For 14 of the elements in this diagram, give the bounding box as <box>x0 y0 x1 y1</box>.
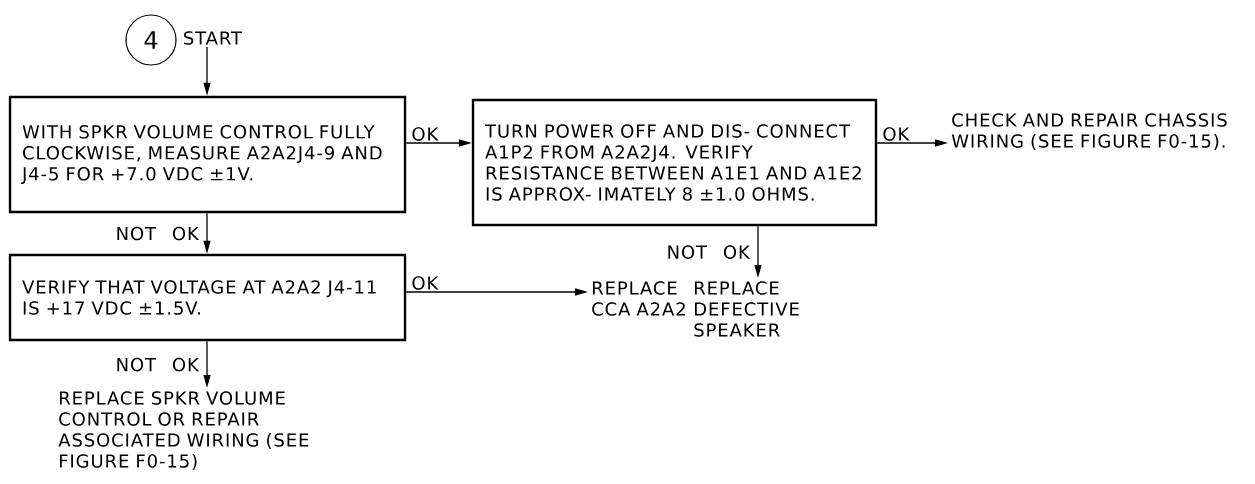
edge-label: OK <box>412 127 439 141</box>
process-box: VERIFY THAT VOLTAGE AT A2A2 J4-11 IS +17 VDC ±1.5V. <box>8 253 407 342</box>
action-text: REPLACE SPKR VOLUME CONTROL OR REPAIR ASSOCIATED WIRING (SEE FIGURE F0-15) <box>58 391 309 470</box>
edge-label: OK <box>883 127 910 141</box>
edge-label: OK <box>412 276 439 290</box>
edge-label: NOT OK <box>117 226 200 241</box>
edge-label: NOT OK <box>668 245 751 259</box>
action-text: CHECK AND REPAIR CHASSIS WIRING (SEE FIGURE F0-15). <box>951 113 1227 150</box>
process-box: TURN POWER OFF AND DIS- CONNECT A1P2 FROM A2A2J4. VERIFY RESISTANCE BETWEEN A1E1 AND A1E2 IS APPROX- IMATELY 8 ±1.0 OHMS. <box>471 98 878 227</box>
start-label: START <box>184 31 242 45</box>
action-text: REPLACE CCA A2A2 <box>592 281 685 316</box>
process-box: WITH SPKR VOLUME CONTROL FULLY CLOCKWISE, MEASURE A2A2J4-9 AND J4-5 FOR +7.0 VDC ±1V. <box>8 95 407 214</box>
action-text: REPLACE DEFECTIVE SPEAKER <box>694 281 799 337</box>
edge-label: NOT OK <box>117 357 200 372</box>
